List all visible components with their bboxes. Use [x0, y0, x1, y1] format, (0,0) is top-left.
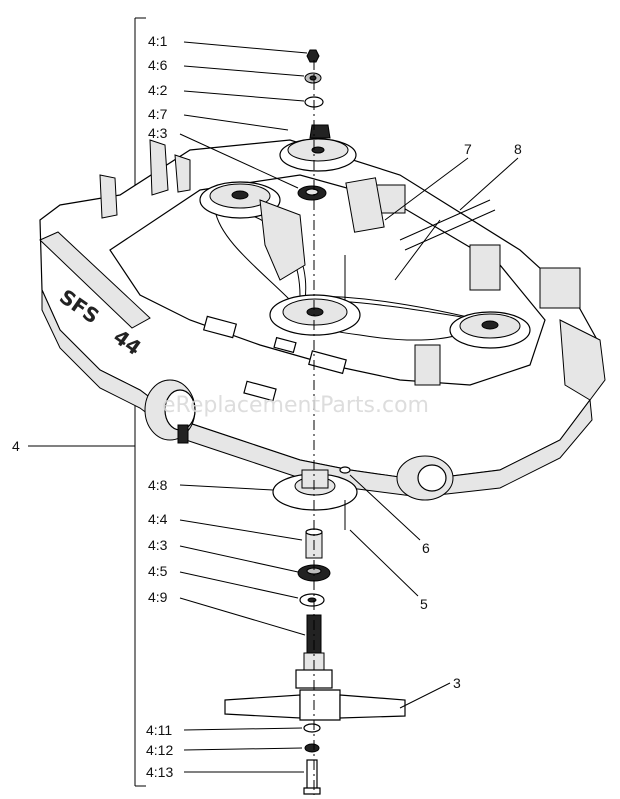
callout-7: 7	[464, 141, 472, 157]
callout-4: 4	[12, 438, 20, 454]
deck-wheel-right	[396, 455, 454, 501]
callout-4-5: 4:5	[148, 563, 168, 579]
callout-4-9: 4:9	[148, 589, 168, 605]
callout-6: 6	[422, 540, 430, 556]
callout-4-1: 4:1	[148, 33, 168, 49]
bottom-hardware-stack	[224, 60, 406, 795]
callout-4-12: 4:12	[146, 742, 173, 758]
callout-4-6: 4:6	[148, 57, 168, 73]
callout-4-7: 4:7	[148, 106, 168, 122]
callout-3: 3	[453, 675, 461, 691]
callout-4-3-bottom: 4:3	[148, 537, 168, 553]
callout-labels: 4:1 4:6 4:2 4:7 4:3 4 7 8 4:8 4:4 4:3 4:…	[12, 33, 522, 780]
callout-4-4: 4:4	[148, 511, 168, 527]
callout-5: 5	[420, 596, 428, 612]
leader-lines	[179, 41, 519, 773]
top-hardware-stack	[279, 49, 357, 201]
callout-8: 8	[514, 141, 522, 157]
callout-4-11: 4:11	[146, 722, 172, 738]
callout-4-8: 4:8	[148, 477, 168, 493]
deck-wheel-left	[144, 379, 196, 444]
callout-4-13: 4:13	[146, 764, 173, 780]
watermark-text: eReplacementParts.com	[162, 393, 429, 418]
callout-4-2: 4:2	[148, 82, 168, 98]
callout-4-3-top: 4:3	[148, 125, 168, 141]
